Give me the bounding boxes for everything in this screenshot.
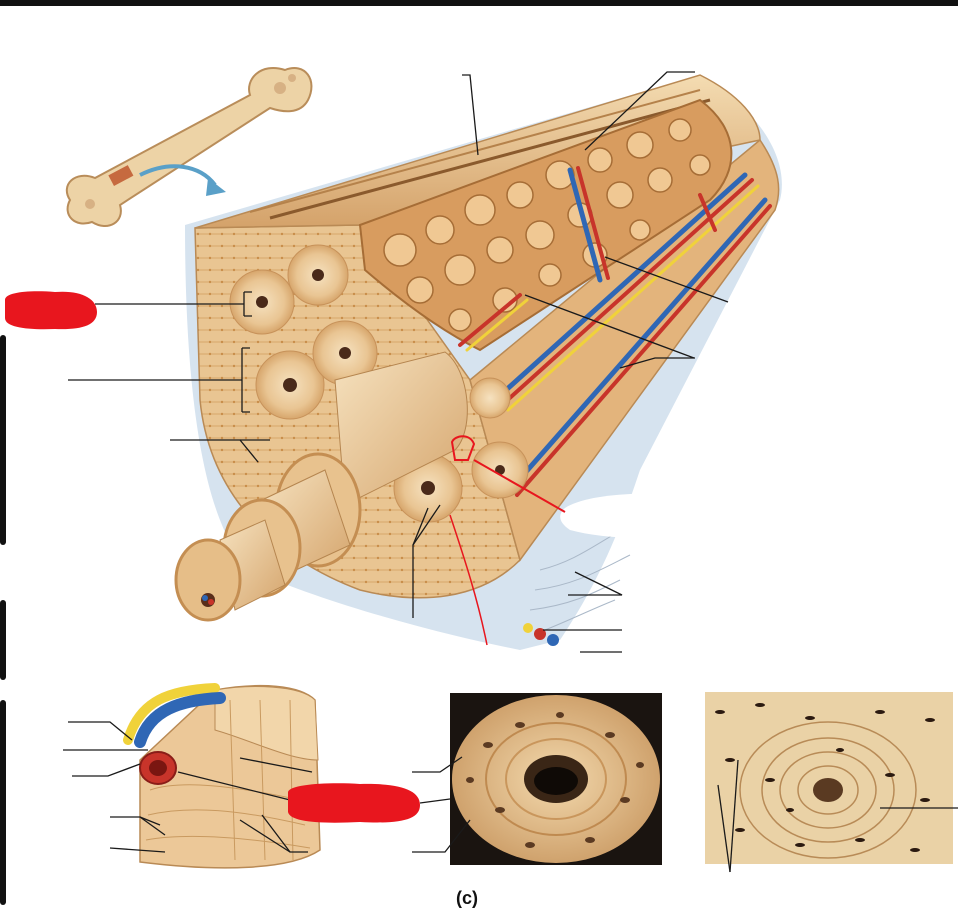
- figure-caption: (c): [456, 888, 478, 908]
- red-annotations: [5, 291, 566, 646]
- perforating-artery: [534, 628, 546, 640]
- spongy-bone: [358, 98, 733, 352]
- redaction-white: [560, 493, 699, 538]
- vessels: [458, 166, 772, 497]
- redaction-red-2: [288, 783, 420, 823]
- perforating-vein: [547, 634, 559, 646]
- perforating-nerve: [523, 623, 533, 633]
- redaction-red-1: [5, 291, 97, 330]
- osteons: [229, 244, 529, 523]
- micrograph2-leaders: [717, 759, 958, 873]
- top-border: [0, 0, 958, 6]
- lamella-groove: [249, 89, 701, 213]
- left-border-segment-2: [0, 600, 6, 680]
- detail-leader-lines: [63, 721, 313, 853]
- bone-side-surface: [469, 138, 780, 562]
- long-bone-icon: [65, 67, 313, 227]
- osteon-detail-wedge: [123, 683, 321, 869]
- micrograph1-leaders: [412, 756, 471, 853]
- arrow-icon: [139, 164, 217, 187]
- micrograph-osteon-cross-section: [450, 693, 662, 865]
- left-border-segment-3: [0, 700, 6, 905]
- arrow-head: [206, 178, 226, 196]
- micrograph-lamellae: [705, 692, 953, 864]
- osteon-cylinders: [174, 351, 468, 622]
- red-circle-mark: [450, 435, 476, 461]
- left-border-segment-1: [0, 335, 6, 545]
- leader-lines: [68, 71, 729, 653]
